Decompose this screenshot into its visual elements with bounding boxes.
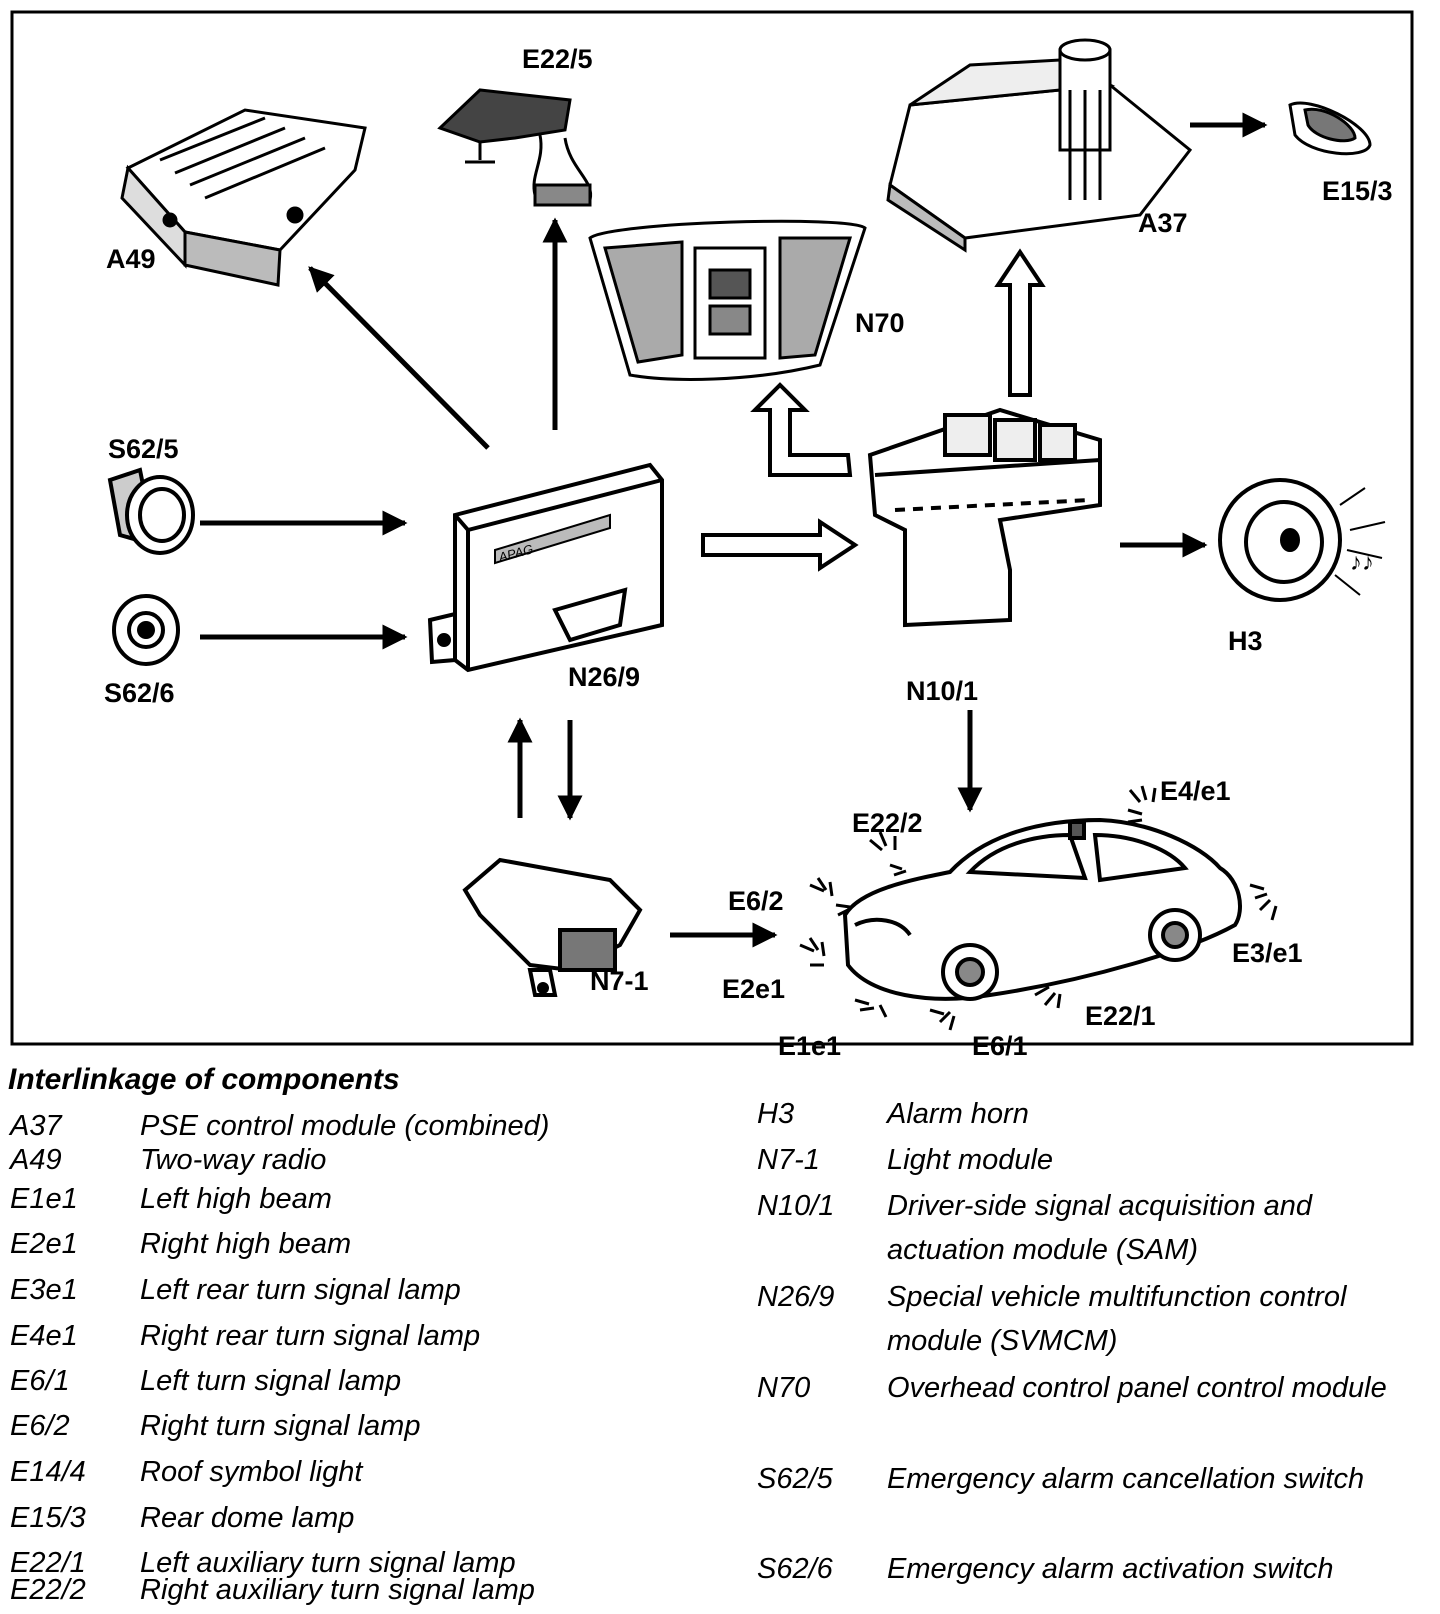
label-e6-2: E6/2	[728, 886, 784, 916]
legend-desc: Special vehicle multifunction control mo…	[887, 1281, 1347, 1357]
alarm-horn-h3	[1218, 478, 1386, 602]
label-e22-1: E22/1	[1085, 1001, 1156, 1031]
component-diagram: A49 E22/5 N70 A37 E15/3	[10, 10, 1414, 1060]
legend-desc: Emergency alarm activation switch	[887, 1553, 1334, 1585]
legend-desc: Left auxiliary turn signal lamp	[140, 1547, 516, 1579]
legend-code: E22/1	[10, 1547, 86, 1579]
legend-code: N10/1	[757, 1190, 835, 1222]
legend-code: E1e1	[10, 1183, 78, 1215]
legend-title: Interlinkage of components	[8, 1063, 400, 1096]
label-e2e1: E2e1	[722, 974, 785, 1004]
legend-code: E2e1	[10, 1228, 78, 1260]
label-a37: A37	[1138, 208, 1188, 238]
legend-code: E15/3	[10, 1502, 86, 1534]
hollow-arrow-n10-1-to-n70	[750, 382, 853, 477]
legend-desc: PSE control module (combined)	[140, 1110, 550, 1142]
arrow-n26-9-to-a49	[308, 266, 490, 450]
legend-code: H3	[757, 1098, 795, 1130]
legend-desc: Alarm horn	[887, 1098, 1029, 1130]
label-h3: H3	[1228, 626, 1263, 656]
lamp-flash-icons	[799, 785, 1278, 1031]
label-e22-5: E22/5	[522, 44, 593, 74]
pse-control-module-a37	[886, 38, 1193, 253]
hollow-arrow-n10-1-to-a37	[994, 248, 1046, 397]
label-e22-2: E22/2	[852, 808, 923, 838]
legend-code: E6/1	[10, 1365, 70, 1397]
legend-desc: Left rear turn signal lamp	[140, 1274, 461, 1306]
label-e1e1: E1e1	[778, 1031, 841, 1060]
module-e22-5	[437, 88, 593, 207]
two-way-radio-a49	[120, 108, 367, 287]
legend-desc: Driver-side signal acquisition and actua…	[887, 1190, 1313, 1266]
legend-code: E3e1	[10, 1274, 78, 1306]
activation-switch-s62-6	[112, 594, 180, 666]
label-e6-1: E6/1	[972, 1031, 1028, 1060]
legend-code: N70	[757, 1372, 811, 1404]
legend-desc: Left turn signal lamp	[140, 1365, 402, 1397]
legend-code: N7-1	[757, 1144, 820, 1176]
legend-desc: Rear dome lamp	[140, 1502, 355, 1534]
hollow-arrows	[701, 248, 1046, 572]
legend-code: S62/5	[757, 1463, 833, 1495]
light-module-n7-1	[462, 857, 643, 997]
legend-code: N26/9	[757, 1281, 835, 1313]
legend-desc: Right high beam	[140, 1228, 352, 1260]
label-n26-9: N26/9	[568, 662, 640, 692]
legend-desc: Light module	[887, 1144, 1054, 1176]
rear-dome-lamp-e15-3	[1288, 101, 1372, 156]
connection-arrows	[200, 112, 1268, 948]
legend-desc: Overhead control panel control module	[887, 1372, 1387, 1404]
legend-desc: Right auxiliary turn signal lamp	[140, 1574, 535, 1606]
legend-code: E14/4	[10, 1456, 86, 1488]
legend-code: A49	[10, 1144, 62, 1176]
legend-desc: Two-way radio	[140, 1144, 327, 1176]
label-e4-e1: E4/e1	[1160, 776, 1231, 806]
legend-code: E6/2	[10, 1410, 70, 1442]
svmcm-module-n26-9	[427, 462, 664, 673]
label-a49: A49	[106, 244, 156, 274]
legend-desc: Left high beam	[140, 1183, 332, 1215]
legend-desc: Right turn signal lamp	[140, 1410, 421, 1442]
hollow-arrow-n26-9-to-n10-1	[701, 518, 859, 572]
music-note-icon: ♪♪	[1350, 549, 1374, 576]
label-e3-e1: E3/e1	[1232, 938, 1303, 968]
vehicle-with-lamps	[842, 817, 1242, 1001]
legend-desc: Roof symbol light	[140, 1456, 363, 1488]
legend-desc: Emergency alarm cancellation switch	[887, 1463, 1365, 1495]
label-s62-5: S62/5	[108, 434, 179, 464]
sam-module-n10-1	[867, 407, 1102, 628]
cancellation-switch-s62-5	[107, 467, 195, 555]
label-n10-1: N10/1	[906, 676, 978, 706]
legend-code: E4e1	[10, 1320, 78, 1352]
label-e15-3: E15/3	[1322, 176, 1393, 206]
legend-code: S62/6	[757, 1553, 833, 1585]
legend-desc: Right rear turn signal lamp	[140, 1320, 481, 1352]
overhead-control-panel-n70	[588, 219, 867, 381]
legend-code: E22/2	[10, 1574, 86, 1606]
legend-code: A37	[10, 1110, 62, 1142]
label-s62-6: S62/6	[104, 678, 175, 708]
label-n7-1: N7-1	[590, 966, 649, 996]
label-n70: N70	[855, 308, 905, 338]
